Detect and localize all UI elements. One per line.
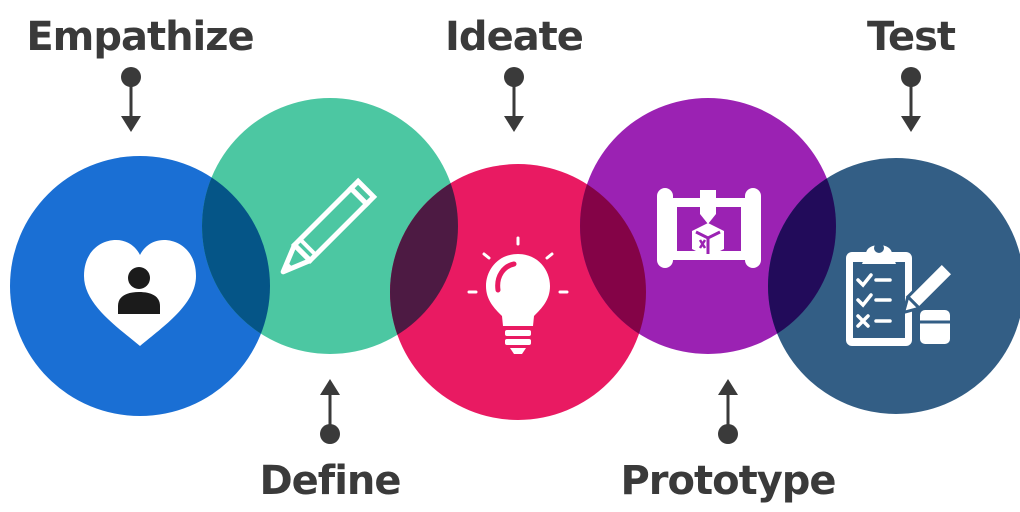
label-empathize: Empathize xyxy=(26,14,253,60)
arrow-define-icon xyxy=(320,379,340,444)
label-test: Test xyxy=(867,14,956,60)
overlap-define-ideate xyxy=(390,164,458,354)
arrow-test-icon xyxy=(901,67,921,132)
label-prototype: Prototype xyxy=(620,458,835,504)
lightbulb-icon xyxy=(467,236,569,354)
label-define: Define xyxy=(259,458,400,504)
arrow-empathize-icon xyxy=(121,67,141,132)
overlap-ideate-prototype xyxy=(580,164,646,354)
blueprint-cube-icon xyxy=(657,188,761,268)
pencil-icon xyxy=(280,177,378,275)
heart-person-icon xyxy=(84,240,196,346)
label-ideate: Ideate xyxy=(445,14,583,60)
arrow-ideate-icon xyxy=(504,67,524,132)
arrow-prototype-icon xyxy=(718,379,738,444)
clipboard-checklist-icon xyxy=(846,243,956,346)
